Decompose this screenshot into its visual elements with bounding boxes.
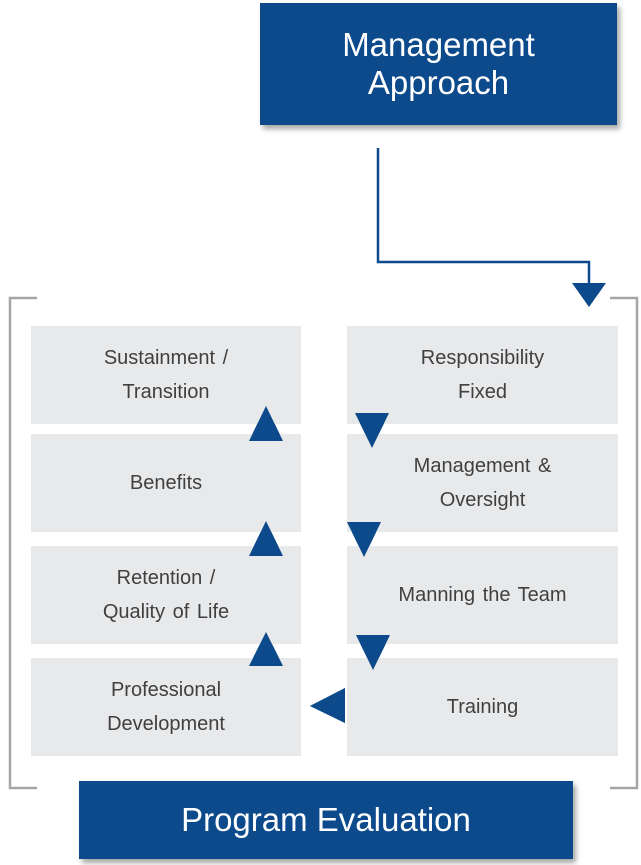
box-label: Transition: [122, 381, 210, 403]
training-box: Training: [347, 658, 618, 756]
header-connector-line: [376, 148, 591, 285]
box-label: Oversight: [439, 489, 526, 511]
management-approach-line1: Management: [342, 26, 535, 63]
box-label: Retention /: [116, 567, 216, 589]
box-label: Management &: [413, 455, 552, 477]
box-label: Quality of Life: [102, 601, 230, 623]
header-connector-arrow: [572, 283, 606, 307]
box-label: Sustainment /: [103, 347, 229, 369]
box-label: Development: [107, 713, 225, 735]
professional-development-box: Professional Development: [31, 658, 301, 756]
program-evaluation-label: Program Evaluation: [181, 801, 471, 838]
responsibility-fixed-box: Responsibility Fixed: [347, 326, 618, 424]
box-label: Responsibility: [420, 347, 545, 369]
box-label: Fixed: [458, 381, 507, 403]
box-label: Manning the Team: [398, 584, 567, 606]
management-approach-line2: Approach: [367, 64, 510, 101]
box-label: Training: [446, 696, 519, 718]
box-label: Professional: [110, 679, 222, 701]
box-label: Benefits: [129, 472, 203, 494]
manning-the-team-box: Manning the Team: [347, 546, 618, 644]
right-bracket: [610, 296, 639, 790]
benefits-box: Benefits: [31, 434, 301, 532]
left-arrow: [310, 688, 345, 723]
sustainment-transition-box: Sustainment / Transition: [31, 326, 301, 424]
retention-quality-of-life-box: Retention / Quality of Life: [31, 546, 301, 644]
management-approach-box: Management Approach: [260, 3, 617, 125]
management-oversight-box: Management & Oversight: [347, 434, 618, 532]
left-bracket: [8, 296, 37, 790]
program-evaluation-box: Program Evaluation: [79, 781, 573, 859]
